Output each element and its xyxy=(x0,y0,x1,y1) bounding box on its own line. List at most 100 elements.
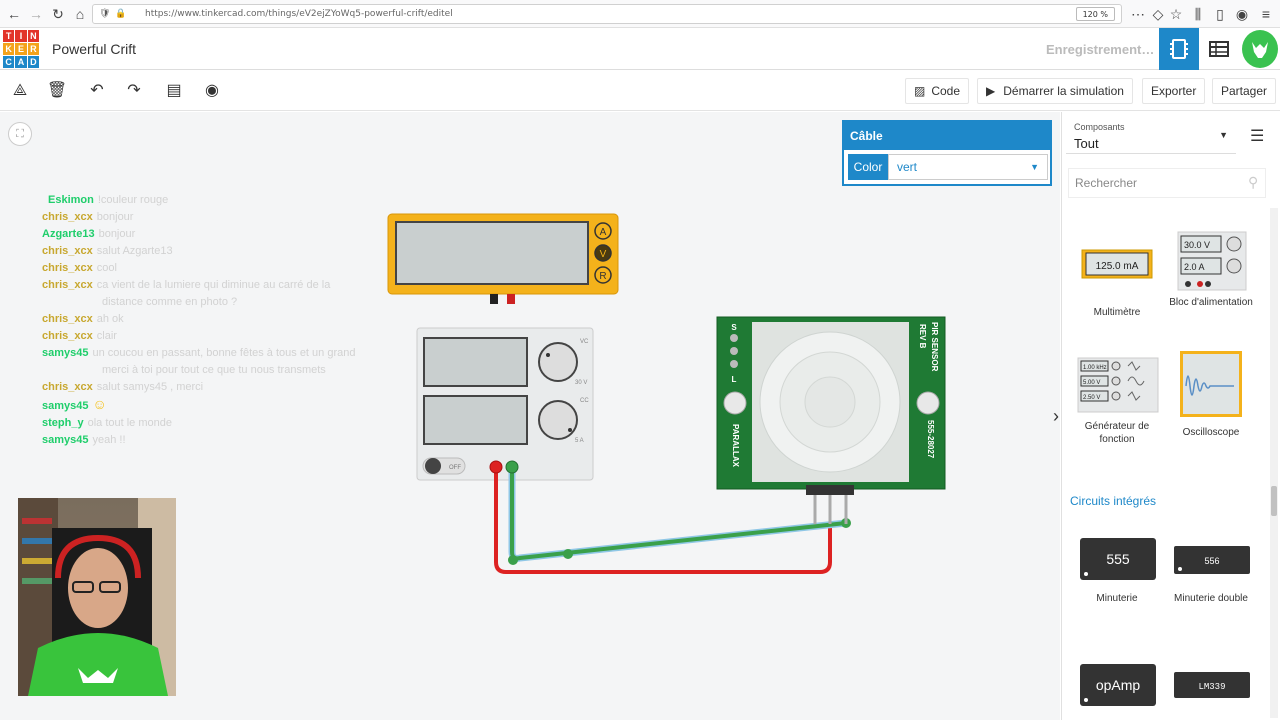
undo-icon[interactable]: ↶ xyxy=(90,82,104,99)
wire-bend-point[interactable] xyxy=(508,555,518,565)
circuit-view-button[interactable] xyxy=(1159,28,1199,70)
chat-message: distance comme en photo ? xyxy=(4,294,384,311)
red-wire[interactable] xyxy=(494,467,832,574)
multimeter-v-button[interactable]: V xyxy=(600,249,607,260)
logo-letter: T xyxy=(3,30,15,42)
psu-voltage-reading: 30.0 V xyxy=(1184,240,1210,250)
chip-556-thumbnail: 556 xyxy=(1174,546,1250,574)
power-switch-label[interactable]: OFF xyxy=(449,465,461,471)
wire-bend-point-2[interactable] xyxy=(563,549,573,559)
chat-username: chris_xcx xyxy=(42,262,93,274)
logo-letter: N xyxy=(27,30,39,42)
logo-letter: R xyxy=(27,43,39,55)
component-power-supply[interactable]: 30.0 V 2.0 A Bloc d'alimentation xyxy=(1166,230,1256,309)
chat-message: Eskimon!couleur rouge xyxy=(4,192,384,209)
component-function-generator-label: Générateur de fonction xyxy=(1084,421,1150,445)
circuit-workplane[interactable]: ⛶ A V R VC 30 V CC 5 A xyxy=(0,112,1060,720)
menu-icon[interactable]: ≡ xyxy=(1261,6,1271,22)
start-simulation-label: Démarrer la simulation xyxy=(1003,84,1124,98)
notes-icon[interactable]: ▤ xyxy=(166,82,182,99)
sidebar-scroll-thumb[interactable] xyxy=(1271,486,1277,516)
chat-text: salut samys45 , merci xyxy=(96,381,204,393)
multimeter-a-button[interactable]: A xyxy=(600,227,607,238)
chat-text: merci à toi pour tout ce que tu nous tra… xyxy=(102,364,326,376)
component-oscilloscope[interactable]: Oscilloscope xyxy=(1166,350,1256,439)
zoom-to-fit-icon[interactable]: ⛶ xyxy=(8,122,32,146)
component-opamp[interactable]: opAmp xyxy=(1072,652,1162,716)
multimeter[interactable]: A V R xyxy=(387,213,619,304)
bookmark-star-icon[interactable]: ☆ xyxy=(1169,6,1183,22)
power-supply-thumbnail: 30.0 V 2.0 A xyxy=(1177,231,1247,291)
pir-rev-label: REV B xyxy=(918,324,927,349)
sidebar-icon[interactable]: ▯ xyxy=(1216,6,1224,22)
export-button[interactable]: Exporter xyxy=(1142,78,1206,104)
logo-letter: A xyxy=(15,56,27,68)
url-text: https://www.tinkercad.com/things/eV2ejZY… xyxy=(145,9,453,19)
user-avatar[interactable] xyxy=(1242,30,1278,68)
logo-letter: D xyxy=(27,56,39,68)
reload-icon[interactable]: ↻ xyxy=(52,6,64,22)
circuit-canvas[interactable]: A V R VC 30 V CC 5 A OFF xyxy=(0,112,1060,720)
component-555-timer[interactable]: 555 Minuterie xyxy=(1072,528,1162,605)
component-556-timer[interactable]: 556 Minuterie double xyxy=(1166,528,1256,605)
chat-text: un coucou en passant, bonne fêtes à tous… xyxy=(92,347,356,359)
component-function-generator[interactable]: 1.00 kHz 5.00 V 2.50 V Générateur de fon… xyxy=(1072,356,1162,446)
components-filter-select[interactable]: Composants Tout ▼ xyxy=(1066,116,1236,154)
moose-icon xyxy=(1252,42,1268,58)
account-icon[interactable]: ◉ xyxy=(1235,6,1249,22)
code-icon: ▨ xyxy=(914,84,926,98)
library-icon[interactable]: ⫼ xyxy=(1194,6,1202,22)
logo-letter: E xyxy=(15,43,27,55)
psu-red-terminal[interactable] xyxy=(489,460,503,474)
chat-text: salut Azgarte13 xyxy=(96,245,173,257)
chat-username: chris_xcx xyxy=(42,381,93,393)
list-toggle-icon[interactable]: ☰ xyxy=(1250,128,1265,145)
trash-icon[interactable]: 🗑 xyxy=(46,82,68,99)
share-button[interactable]: Partager xyxy=(1212,78,1277,104)
integrated-circuits-heading: Circuits intégrés xyxy=(1070,494,1157,508)
zoom-badge[interactable]: 120 % xyxy=(1075,7,1115,21)
multimeter-r-button[interactable]: R xyxy=(599,271,606,282)
more-icon[interactable]: ⋯ xyxy=(1131,6,1145,22)
vc-max-label: 30 V xyxy=(575,380,587,386)
collapse-sidebar-icon[interactable]: › xyxy=(1053,406,1059,426)
pir-part-number: 555-28027 xyxy=(926,420,935,459)
pocket-icon[interactable]: ◇ xyxy=(1152,6,1164,22)
chip-lm339-label: LM339 xyxy=(1198,682,1225,692)
cc-max-label: 5 A xyxy=(575,438,584,444)
chat-text: ah ok xyxy=(96,313,124,325)
logo-letter: I xyxy=(15,30,27,42)
project-title[interactable]: Powerful Crift xyxy=(52,41,137,57)
url-bar[interactable]: 🛡 🔒 https://www.tinkercad.com/things/eV2… xyxy=(92,4,1122,24)
chat-text: ☺ xyxy=(92,396,107,412)
wires[interactable] xyxy=(489,460,851,574)
chat-message: merci à toi pour tout ce que tu nous tra… xyxy=(4,362,384,379)
component-lm339[interactable]: LM339 xyxy=(1166,652,1256,716)
power-supply[interactable]: VC 30 V CC 5 A OFF xyxy=(416,327,594,481)
color-select[interactable]: vert ▼ xyxy=(888,154,1048,180)
redo-icon[interactable]: ↷ xyxy=(127,82,141,99)
list-view-button[interactable] xyxy=(1199,28,1239,70)
sidebar-scrollbar[interactable] xyxy=(1270,208,1278,718)
multimeter-reading: 125.0 mA xyxy=(1096,261,1139,272)
home-icon[interactable]: ⌂ xyxy=(75,6,85,22)
workplane-icon[interactable]: ⟁ xyxy=(12,82,28,99)
shield-icon: 🛡 xyxy=(99,9,111,19)
component-555-timer-label: Minuterie xyxy=(1096,593,1138,604)
psu-green-terminal[interactable] xyxy=(505,460,519,474)
component-multimeter[interactable]: 125.0 mA Multimètre xyxy=(1072,242,1162,319)
visibility-eye-icon[interactable]: ◉ xyxy=(205,82,219,99)
pir-sensor[interactable]: S L PARALLAX PIR SENSOR REV B 555-28027 xyxy=(716,316,946,524)
component-search-input[interactable]: Rechercher xyxy=(1068,168,1266,198)
start-simulation-button[interactable]: ▶Démarrer la simulation xyxy=(977,78,1133,104)
code-button[interactable]: ▨Code xyxy=(905,78,970,104)
back-icon[interactable]: ← xyxy=(7,6,21,22)
forward-icon[interactable]: → xyxy=(29,6,43,22)
parallax-label: PARALLAX xyxy=(731,424,740,468)
